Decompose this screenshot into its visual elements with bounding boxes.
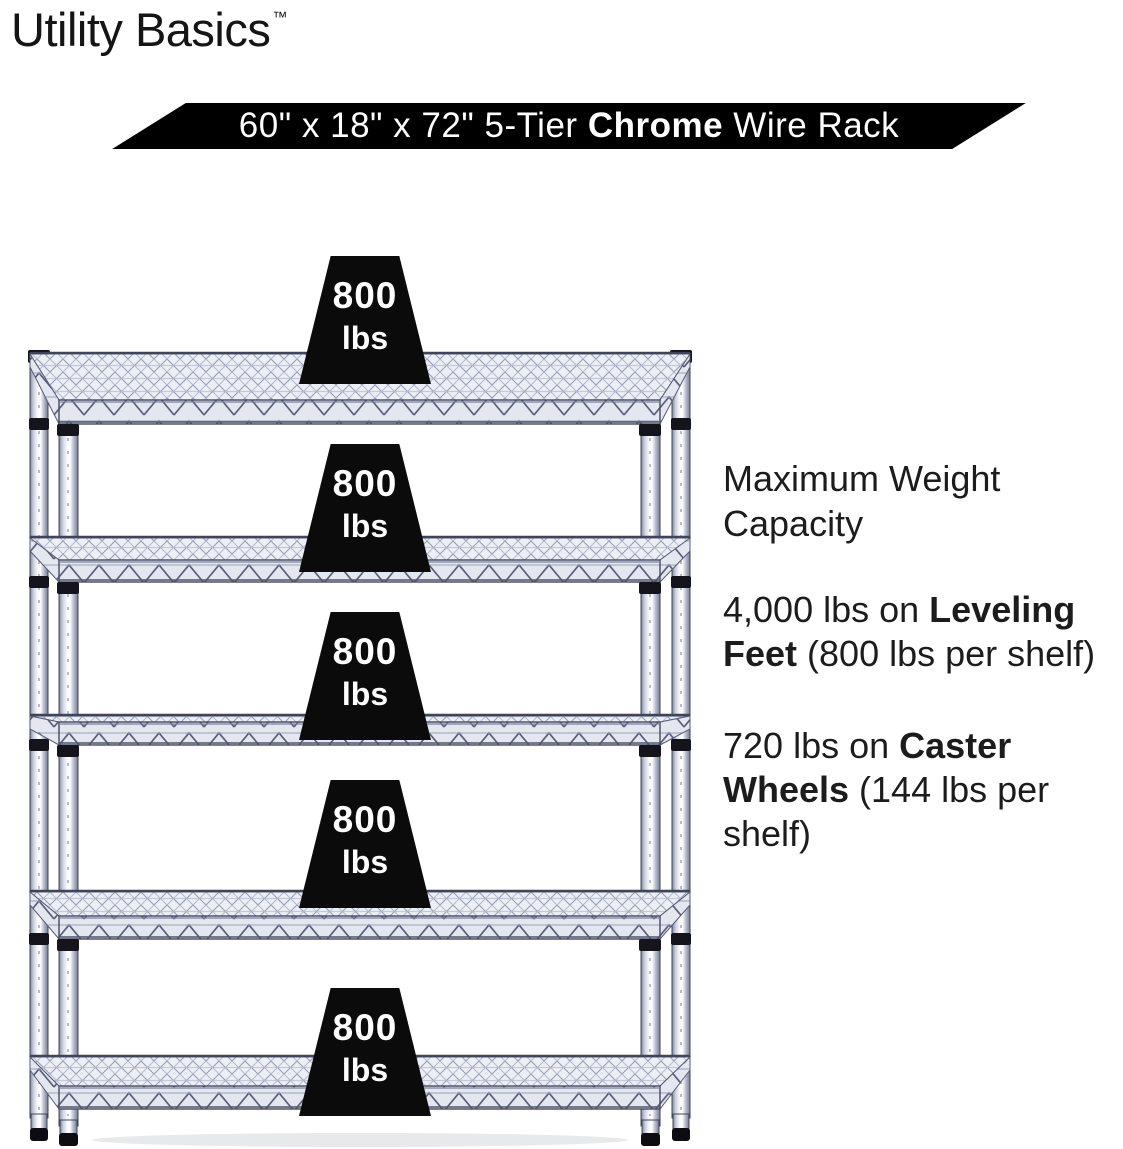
- caster-wheels-capacity: 720 lbs on Caster Wheels (144 lbs per sh…: [723, 725, 1050, 854]
- leveling-feet-capacity: 4,000 lbs on Leveling Feet (800 lbs per …: [723, 589, 1096, 674]
- weight-value: 800: [332, 631, 398, 672]
- floor-shadow: [92, 1133, 628, 1147]
- weight-value: 800: [332, 1007, 398, 1048]
- weight-badge: 800 lbs: [299, 612, 431, 740]
- weight-value: 800: [332, 799, 398, 840]
- weight-unit: lbs: [341, 508, 389, 544]
- weight-value: 800: [332, 275, 398, 316]
- rack-shelf: [29, 351, 691, 436]
- title-banner: 60" x 18" x 72" 5-Tier Chrome Wire Rack: [149, 103, 989, 149]
- weight-unit: lbs: [341, 1052, 389, 1088]
- banner-text-highlight: Chrome: [587, 106, 724, 145]
- weight-unit: lbs: [341, 844, 389, 880]
- weight-value: 800: [332, 463, 398, 504]
- banner-text-suffix: Wire Rack: [723, 106, 900, 145]
- weight-badge: 800 lbs: [299, 256, 431, 384]
- brand-name: Utility Basics: [11, 3, 271, 56]
- capacity-heading: Maximum Weight Capacity: [723, 458, 1001, 544]
- leveling-feet: [30, 1113, 690, 1146]
- capacity-info: Maximum Weight Capacity 4,000 lbs on Lev…: [723, 456, 1123, 904]
- banner-text-prefix: 60" x 18" x 72" 5-Tier: [238, 106, 588, 145]
- weight-unit: lbs: [341, 676, 389, 712]
- rack-illustration: [28, 350, 692, 1147]
- weight-unit: lbs: [341, 320, 389, 356]
- trademark-symbol: ™: [272, 9, 288, 26]
